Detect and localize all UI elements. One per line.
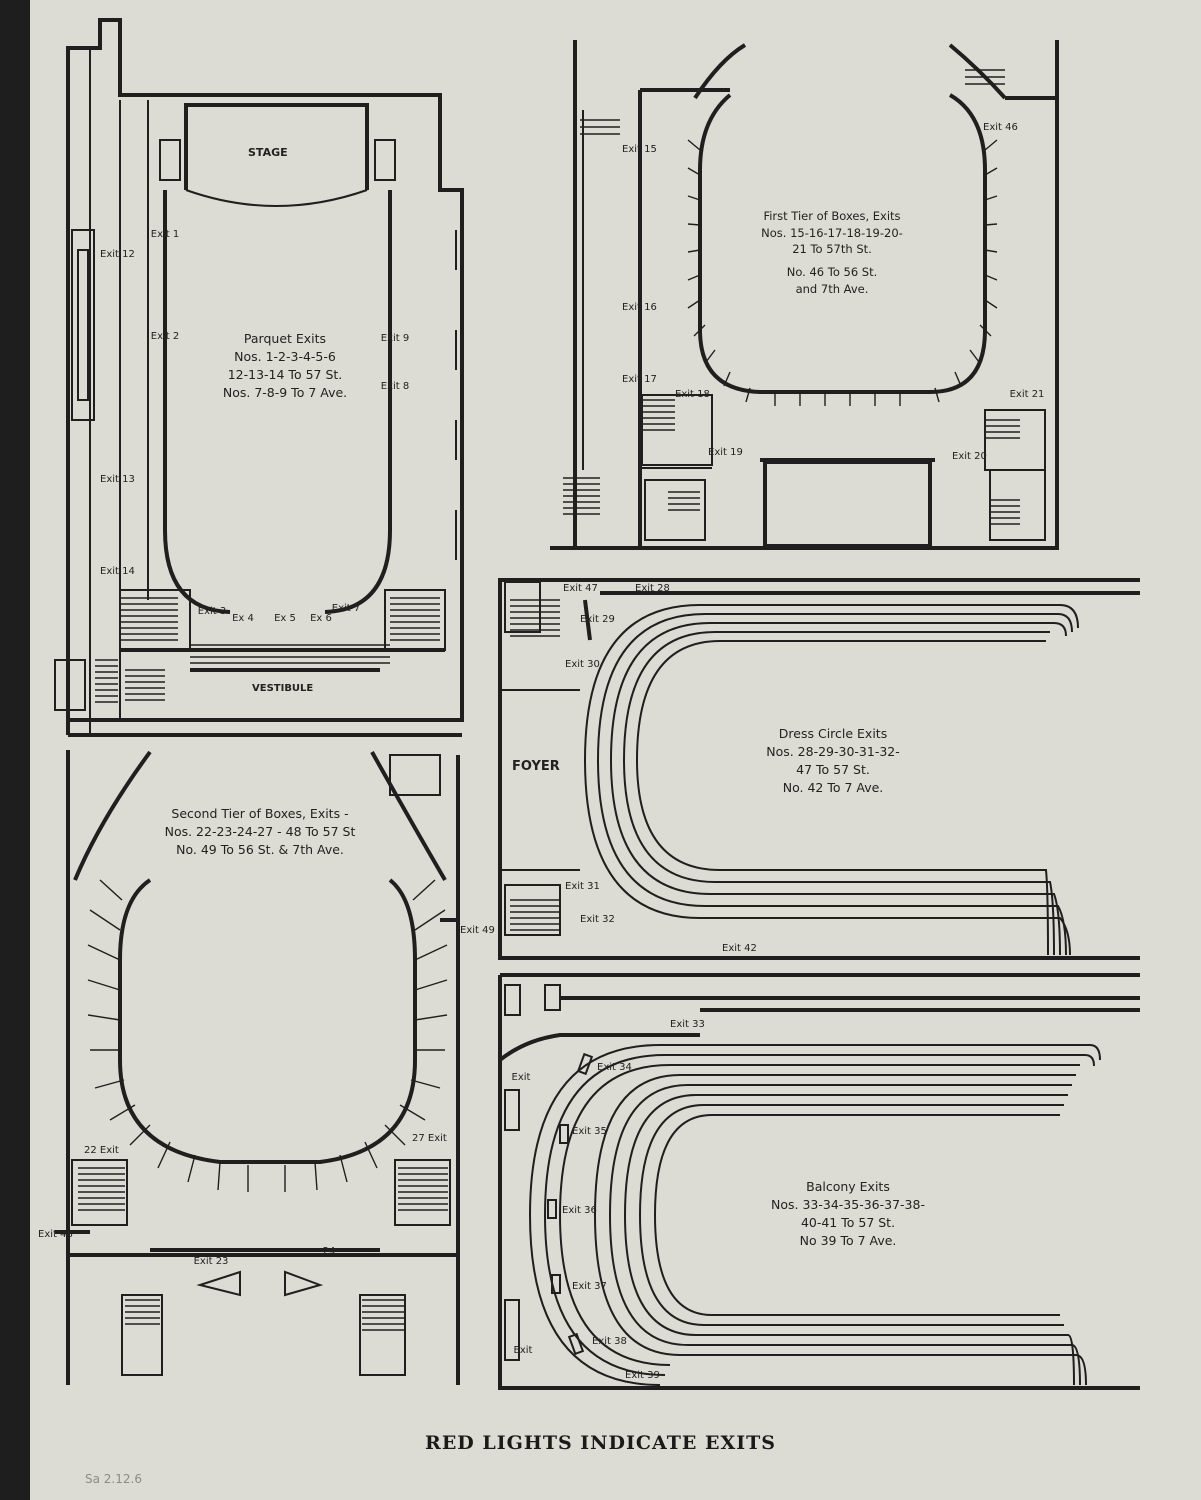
parquet-title-line: Nos. 1-2-3-4-5-6 — [234, 349, 336, 365]
parquet-exits-title: Parquet Exits Nos. 1-2-3-4-5-6 12-13-14 … — [190, 330, 380, 403]
first-tier-title-line: Nos. 15-16-17-18-19-20- — [761, 225, 903, 240]
exit-38: Exit 38 — [592, 1336, 627, 1347]
balcony-title-line: 40-41 To 57 St. — [800, 1215, 896, 1231]
dress-circle-title-line: No. 42 To 7 Ave. — [782, 780, 884, 796]
second-tier-title-line: Second Tier of Boxes, Exits - — [171, 806, 349, 821]
exit-19: Exit 19 — [708, 447, 743, 458]
first-tier-title-line: and 7th Ave. — [795, 281, 869, 296]
exit-12: Exit 12 — [100, 249, 135, 260]
foyer-label: FOYER — [512, 759, 560, 774]
exit-23: Exit 23 — [193, 1256, 229, 1267]
exit-47: Exit 47 — [563, 583, 598, 594]
exit-24: 24 — [322, 1246, 336, 1257]
first-tier-title-line: First Tier of Boxes, Exits — [763, 209, 901, 223]
exit-2: Exit 2 — [150, 331, 180, 342]
exit-15: Exit 15 — [622, 144, 657, 155]
first-tier-exits-title: First Tier of Boxes, Exits Nos. 15-16-17… — [742, 208, 922, 297]
second-tier-plan — [55, 750, 460, 1385]
exit-34: Exit 34 — [597, 1062, 632, 1073]
balcony-exits-title: Balcony Exits Nos. 33-34-35-36-37-38- 40… — [748, 1178, 948, 1251]
exit-37: Exit 37 — [572, 1281, 607, 1292]
exit-balcony-upper: Exit — [511, 1072, 531, 1083]
exit-6: Ex 6 — [310, 613, 332, 624]
dress-circle-title-line: Nos. 28-29-30-31-32- — [766, 744, 900, 760]
catalog-mark: Sa 2.12.6 — [85, 1472, 142, 1486]
exit-4: Ex 4 — [232, 613, 254, 624]
exit-42: Exit 42 — [722, 943, 757, 954]
dress-circle-tiers — [583, 604, 1079, 956]
exit-balcony-lower: Exit — [513, 1345, 533, 1356]
exit-9: Exit 9 — [380, 333, 410, 344]
second-tier-box-partitions — [87, 879, 448, 1192]
exit-18: Exit 18 — [675, 389, 710, 400]
exit-33: Exit 33 — [670, 1019, 705, 1030]
second-tier-title-line: Nos. 22-23-24-27 - 48 To 57 St — [164, 824, 356, 840]
exit-17: Exit 17 — [622, 374, 657, 385]
exit-8: Exit 8 — [380, 381, 410, 392]
exits-caption: RED LIGHTS INDICATE EXITS — [425, 1432, 776, 1454]
exit-21: Exit 21 — [1009, 389, 1045, 400]
exit-31: Exit 31 — [565, 881, 600, 892]
exit-14: Exit 14 — [100, 566, 135, 577]
exit-7: Exit 7 — [331, 603, 361, 614]
balcony-title-line: Nos. 33-34-35-36-37-38- — [771, 1197, 925, 1213]
parquet-title-line: 12-13-14 To 57 St. — [227, 367, 343, 383]
exit-30: Exit 30 — [565, 659, 600, 670]
balcony-title-line: No 39 To 7 Ave. — [799, 1233, 897, 1249]
exit-29: Exit 29 — [580, 614, 615, 625]
exit-22: 22 Exit — [84, 1145, 119, 1156]
exit-49: Exit 49 — [460, 925, 495, 936]
vestibule-label: VESTIBULE — [252, 683, 314, 694]
second-tier-title-line: No. 49 To 56 St. & 7th Ave. — [176, 842, 344, 858]
exit-28: Exit 28 — [635, 583, 670, 594]
exit-13: Exit 13 — [100, 474, 135, 485]
exit-5: Ex 5 — [274, 613, 296, 624]
exit-48: Exit 48 — [38, 1229, 73, 1240]
first-tier-title-line: 21 To 57th St. — [792, 242, 872, 257]
exit-3: Exit 3 — [197, 606, 227, 617]
exit-20: Exit 20 — [952, 451, 987, 462]
dress-circle-exits-title: Dress Circle Exits Nos. 28-29-30-31-32- … — [738, 725, 928, 798]
parquet-title-line: Parquet Exits — [243, 331, 327, 346]
exit-27: 27 Exit — [412, 1133, 447, 1144]
exit-16: Exit 16 — [622, 302, 657, 313]
dress-circle-title-line: Dress Circle Exits — [778, 726, 888, 741]
second-tier-exits-title: Second Tier of Boxes, Exits - Nos. 22-23… — [125, 805, 395, 859]
exit-39: Exit 39 — [625, 1370, 660, 1381]
first-tier-title-line: No. 46 To 56 St. — [786, 265, 878, 280]
first-tier-box-partitions — [687, 139, 998, 406]
exit-35: Exit 35 — [572, 1126, 607, 1137]
parquet-plan — [54, 18, 464, 737]
exit-32: Exit 32 — [580, 914, 615, 925]
balcony-tiers — [528, 1044, 1101, 1386]
dress-circle-plan — [498, 578, 1140, 960]
dress-circle-title-line: 47 To 57 St. — [796, 762, 870, 778]
exit-1: Exit 1 — [150, 229, 180, 240]
first-tier-plan — [550, 40, 1059, 550]
exit-46: Exit 46 — [983, 122, 1018, 133]
parquet-title-line: Nos. 7-8-9 To 7 Ave. — [222, 385, 348, 401]
balcony-title-line: Balcony Exits — [806, 1179, 890, 1194]
balcony-plan — [498, 973, 1140, 1390]
stage-label: STAGE — [248, 146, 288, 159]
exit-36: Exit 36 — [562, 1205, 597, 1216]
